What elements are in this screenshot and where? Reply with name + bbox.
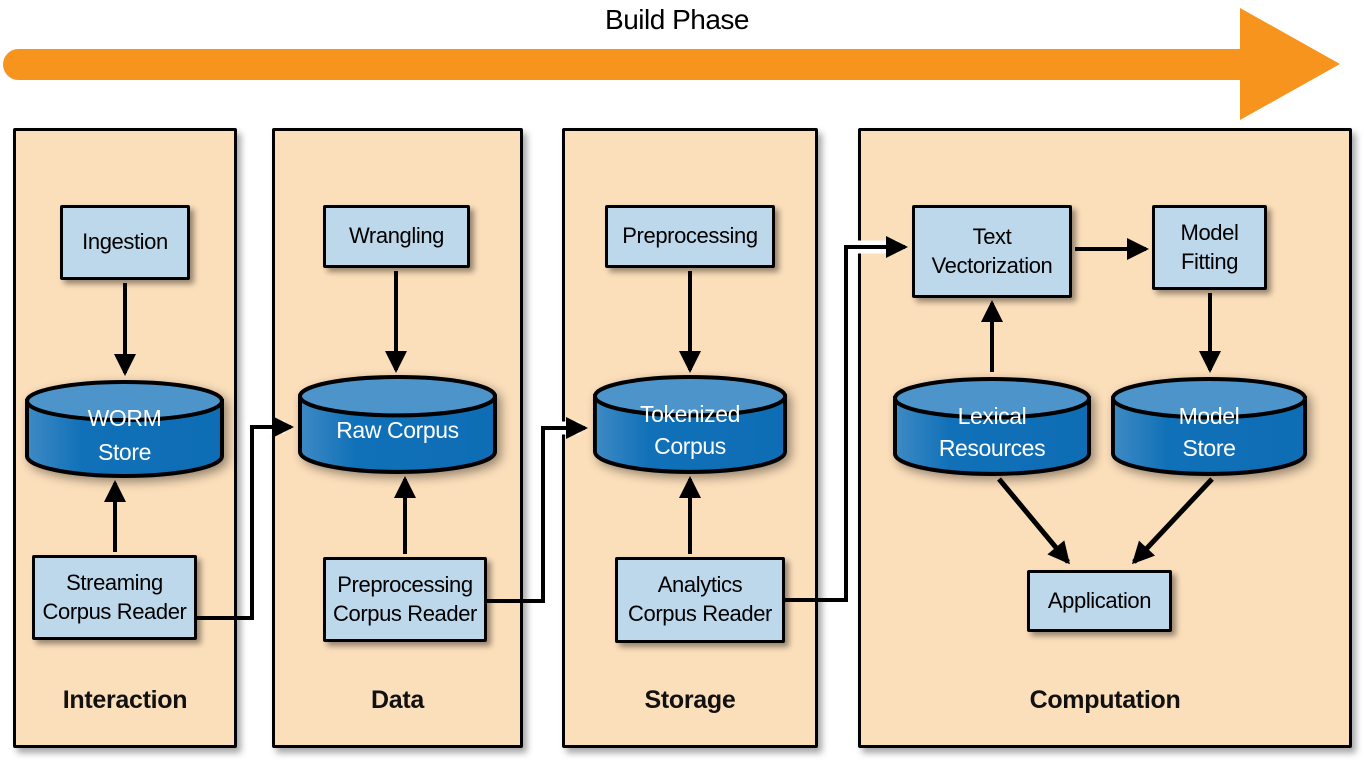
node-preproc-reader-line1: Preprocessing xyxy=(337,571,473,597)
panel-data-label: Data xyxy=(371,686,424,714)
cylinder-icon xyxy=(592,375,788,474)
node-streaming-corpus-reader: Streaming Corpus Reader xyxy=(32,555,197,640)
node-analytics-reader-line2: Corpus Reader xyxy=(628,601,772,626)
build-phase-arrow-body xyxy=(3,49,1241,80)
node-analytics-corpus-reader: Analytics Corpus Reader xyxy=(615,557,785,643)
panel-computation-label: Computation xyxy=(1029,686,1181,714)
node-model-store-line2: Store xyxy=(1182,434,1236,461)
cylinder-icon xyxy=(298,375,497,474)
node-worm-store-line1: WORM xyxy=(87,404,162,431)
node-preprocessing-label: Preprocessing xyxy=(622,223,758,249)
node-model-store-line1: Model xyxy=(1178,403,1240,430)
node-preprocessing-corpus-reader: Preprocessing Corpus Reader xyxy=(323,557,487,642)
node-tokenized-corpus-line2: Corpus xyxy=(654,432,726,459)
node-worm-store: WORM Store xyxy=(24,378,225,482)
node-streaming-line1: Streaming xyxy=(66,569,163,595)
node-streaming-line2: Corpus Reader xyxy=(42,598,187,624)
node-lexical-resources: Lexical Resources xyxy=(892,375,1092,480)
node-raw-corpus-label: Raw Corpus xyxy=(336,417,459,444)
node-model-fitting-line2: Fitting xyxy=(1180,248,1239,274)
node-lexical-resources-line1: Lexical xyxy=(957,403,1027,430)
panel-interaction-label: Interaction xyxy=(62,686,188,714)
node-tokenized-corpus-line1: Tokenized xyxy=(640,401,740,428)
node-ingestion: Ingestion xyxy=(60,205,190,280)
node-wrangling: Wrangling xyxy=(323,205,470,268)
cylinder-icon xyxy=(25,380,224,478)
node-analytics-reader-line1: Analytics xyxy=(657,572,743,598)
node-model-store: Model Store xyxy=(1110,375,1308,480)
node-model-fitting-line1: Model xyxy=(1180,219,1239,245)
node-raw-corpus: Raw Corpus xyxy=(297,373,498,478)
node-wrangling-label: Wrangling xyxy=(348,223,445,249)
node-lexical-resources-line2: Resources xyxy=(938,434,1046,461)
panel-storage-label: Storage xyxy=(644,686,736,714)
cylinder-icon xyxy=(1110,377,1308,476)
node-preproc-reader-line2: Corpus Reader xyxy=(333,600,477,626)
node-text-vectorization: Text Vectorization xyxy=(912,205,1072,298)
build-phase-arrowhead-icon xyxy=(1240,8,1340,120)
node-text-vectorization-line1: Text xyxy=(972,223,1012,249)
node-tokenized-corpus: Tokenized Corpus xyxy=(592,373,788,478)
node-model-fitting: Model Fitting xyxy=(1152,205,1267,290)
node-ingestion-label: Ingestion xyxy=(82,229,168,255)
node-application-label: Application xyxy=(1047,587,1152,613)
node-text-vectorization-line2: Vectorization xyxy=(931,252,1053,278)
node-worm-store-line2: Store xyxy=(98,439,151,465)
node-application: Application xyxy=(1027,570,1172,632)
node-preprocessing: Preprocessing xyxy=(605,205,775,268)
build-phase-title: Build Phase xyxy=(605,4,749,35)
